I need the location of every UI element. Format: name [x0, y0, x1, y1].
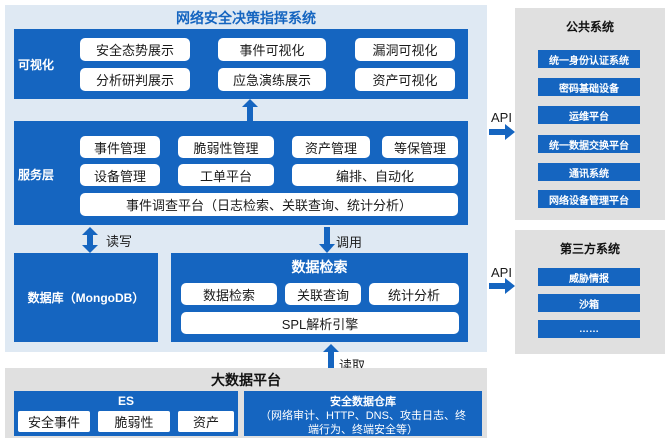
double-arrow-icon [82, 227, 98, 253]
public-item-comm[interactable]: 通讯系统 [538, 163, 640, 181]
search-item-correlation[interactable]: 关联查询 [285, 283, 361, 305]
es-item-security-event[interactable]: 安全事件 [18, 411, 90, 432]
spl-engine[interactable]: SPL解析引擎 [181, 312, 459, 334]
system-title: 网络安全决策指挥系统 [176, 10, 316, 26]
bigdata-title: 大数据平台 [211, 372, 281, 388]
readwrite-label: 读写 [106, 234, 133, 249]
es-item-vulnerability[interactable]: 脆弱性 [98, 411, 170, 432]
visual-item-asset[interactable]: 资产可视化 [355, 68, 455, 91]
service-asset-mgmt[interactable]: 资产管理 [292, 136, 370, 158]
visual-item-vuln[interactable]: 漏洞可视化 [355, 38, 455, 61]
es-item-asset[interactable]: 资产 [178, 411, 234, 432]
public-item-exchange[interactable]: 统一数据交换平台 [538, 135, 640, 153]
service-ticket-platform[interactable]: 工单平台 [178, 164, 274, 186]
data-search-title: 数据检索 [291, 259, 348, 275]
service-layer-label: 服务层 [18, 167, 55, 182]
visual-item-analysis[interactable]: 分析研判展示 [80, 68, 190, 91]
down-arrow-icon [319, 227, 335, 253]
service-event-mgmt[interactable]: 事件管理 [80, 136, 160, 158]
visual-item-situation[interactable]: 安全态势展示 [80, 38, 190, 61]
visual-item-event[interactable]: 事件可视化 [218, 38, 326, 61]
service-level-protection[interactable]: 等保管理 [382, 136, 458, 158]
database-box [14, 253, 158, 342]
service-investigation-platform[interactable]: 事件调查平台（日志检索、关联查询、统计分析） [80, 193, 458, 216]
api-top-label: API [491, 110, 512, 125]
third-item-more[interactable]: …… [538, 320, 640, 338]
service-vuln-mgmt[interactable]: 脆弱性管理 [178, 136, 274, 158]
warehouse-desc-line2: 端行为、终端安全等） [308, 424, 418, 436]
service-device-mgmt[interactable]: 设备管理 [80, 164, 160, 186]
right-arrow-icon [489, 124, 515, 140]
public-systems-title: 公共系统 [565, 20, 614, 34]
public-item-ops[interactable]: 运维平台 [538, 106, 640, 124]
visual-layer-label: 可视化 [18, 57, 55, 72]
up-arrow-icon [323, 344, 339, 368]
es-title: ES [117, 394, 134, 408]
service-orchestration[interactable]: 编排、自动化 [292, 164, 458, 186]
warehouse-box [244, 391, 482, 436]
public-item-netdevice[interactable]: 网络设备管理平台 [538, 190, 640, 208]
api-bottom-label: API [491, 265, 512, 280]
database-label: 数据库（MongoDB） [27, 291, 145, 305]
search-item-statistics[interactable]: 统计分析 [369, 283, 459, 305]
right-arrow-icon [489, 278, 515, 294]
third-item-threat-intel[interactable]: 威胁情报 [538, 268, 640, 286]
warehouse-title: 安全数据仓库 [330, 396, 396, 408]
warehouse-desc-line1: （网络审计、HTTP、DNS、攻击日志、终 [260, 410, 466, 422]
search-item-retrieval[interactable]: 数据检索 [181, 283, 277, 305]
third-item-sandbox[interactable]: 沙箱 [538, 294, 640, 312]
public-item-crypto[interactable]: 密码基础设备 [538, 78, 640, 96]
call-label: 调用 [336, 235, 363, 250]
public-item-identity[interactable]: 统一身份认证系统 [538, 50, 640, 68]
up-arrow-icon [242, 99, 258, 121]
third-party-title: 第三方系统 [559, 242, 620, 256]
visual-item-drill[interactable]: 应急演练展示 [218, 68, 326, 91]
